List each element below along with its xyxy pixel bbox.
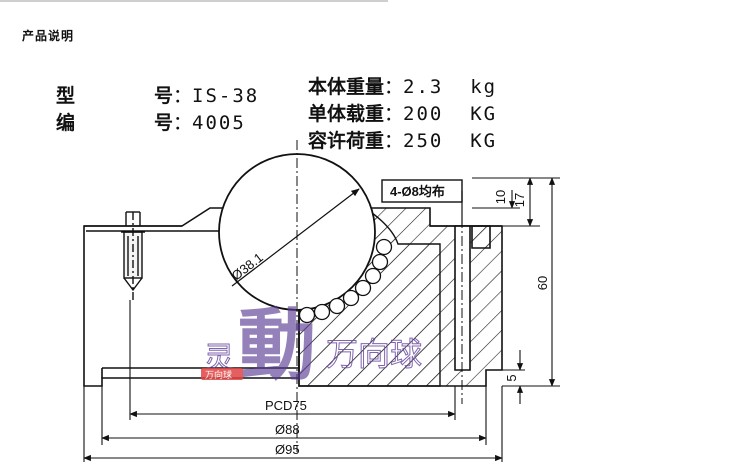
spec-weight-value: 2.3 kg	[403, 76, 498, 98]
centerlines	[296, 140, 463, 452]
dim-17-label: 17	[512, 193, 527, 207]
dia-95-label: Ø95	[275, 442, 300, 457]
spec-load-value: 200 KG	[403, 103, 498, 125]
spec-load-label: 单体载重	[308, 103, 385, 125]
dia-88-label: Ø88	[275, 422, 300, 437]
spec-model-label-b: 号	[154, 85, 174, 107]
support-balls	[298, 238, 393, 324]
spec-code-value: 4005	[192, 112, 246, 134]
spec-weight-label: 本体重量	[308, 76, 385, 98]
spec-list-left: 型号：IS-38 编号：4005	[56, 83, 259, 137]
spec-model-row: 型号：IS-38	[56, 83, 259, 110]
watermark-right-text: 万向球	[326, 335, 422, 373]
watermark-main-char: 動	[238, 300, 316, 391]
spec-weight-row: 本体重量：2.3 kg	[308, 76, 498, 98]
dim-60-label: 60	[535, 276, 550, 290]
spec-code-label-b: 号	[154, 112, 174, 134]
watermark-seal	[201, 368, 243, 380]
spec-allow-value: 250 KG	[403, 130, 498, 152]
mounting-screw	[121, 211, 145, 300]
spec-model-value: IS-38	[192, 85, 260, 107]
spec-allow-label: 容许荷重	[308, 130, 385, 152]
horizontal-dimensions	[83, 300, 503, 462]
spec-load-row: 单体载重：200 KG	[308, 103, 498, 125]
watermark-seal-text: 万向球	[205, 369, 232, 381]
pcd-label: PCD75	[265, 398, 307, 413]
section-title: 产品说明	[22, 29, 75, 43]
spec-list-right: 本体重量：2.3 kg 单体载重：200 KG 容许荷重：250 KG	[308, 74, 497, 155]
hole-note: 4-Ø8均布	[381, 179, 463, 226]
vertical-dimensions	[472, 177, 560, 404]
dim-5-label: 5	[504, 374, 519, 381]
spec-model-label-a: 型	[56, 85, 122, 107]
spec-allow-row: 容许荷重：250 KG	[308, 130, 498, 152]
hole-note-text: 4-Ø8均布	[390, 184, 445, 199]
spec-code-row: 编号：4005	[56, 110, 259, 137]
top-divider	[0, 0, 388, 2]
watermark-logo: 灵 動 万向球 万向球	[201, 300, 423, 391]
spec-code-label-a: 编	[56, 112, 122, 134]
ball-assembly: Ø38.1	[218, 153, 441, 387]
dim-10-label: 10	[493, 190, 508, 204]
